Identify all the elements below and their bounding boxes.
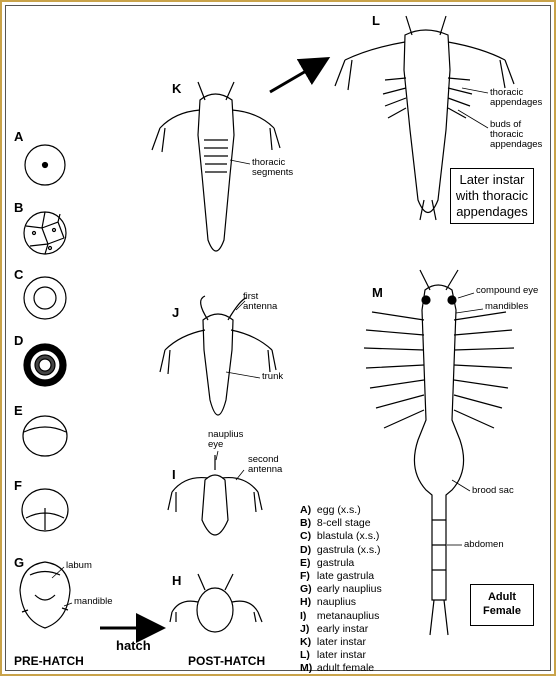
gastrula-cross-section-drawing bbox=[23, 343, 67, 387]
stage-label-a: A bbox=[14, 129, 24, 144]
legend-key: M) bbox=[300, 662, 313, 675]
stage-label-e: E bbox=[14, 403, 23, 418]
legend-row: B) 8-cell stage bbox=[300, 517, 382, 530]
legend-key: F) bbox=[300, 570, 310, 583]
legend-key: G) bbox=[300, 583, 312, 596]
annotation-nauplius-eye: nauplius eye bbox=[208, 429, 244, 450]
blastula-drawing bbox=[23, 276, 67, 320]
annotation-second-antenna: second antenna bbox=[248, 454, 283, 475]
legend-key: K) bbox=[300, 636, 312, 649]
adult-female-drawing bbox=[363, 269, 515, 636]
legend-row: F) late gastrula bbox=[300, 570, 382, 583]
legend-key: I) bbox=[300, 609, 307, 622]
later-instar-k-drawing bbox=[151, 81, 281, 252]
late-gastrula-drawing bbox=[21, 488, 69, 532]
legend-text: nauplius bbox=[316, 596, 357, 609]
stage-label-k: K bbox=[172, 81, 182, 96]
legend-text: later instar bbox=[316, 636, 366, 649]
later-instar-box: Later instar with thoracic appendages bbox=[450, 168, 534, 224]
legend-row: L) later instar bbox=[300, 649, 382, 662]
adult-female-box: Adult Female bbox=[470, 584, 534, 626]
legend-key: L) bbox=[300, 649, 310, 662]
annotation-labum: labum bbox=[66, 560, 92, 571]
stage-label-h: H bbox=[172, 573, 182, 588]
annotation-buds: buds of thoracic appendages bbox=[490, 119, 543, 150]
stage-label-f: F bbox=[14, 478, 22, 493]
pre-hatch-label: PRE-HATCH bbox=[14, 654, 84, 668]
nauplius-drawing bbox=[169, 573, 263, 633]
stage-label-l: L bbox=[372, 13, 380, 28]
annotation-first-antenna: first antenna bbox=[243, 291, 278, 312]
eight-cell-drawing bbox=[23, 211, 67, 255]
legend-key: J) bbox=[300, 622, 310, 635]
legend-row: E) gastrula bbox=[300, 557, 382, 570]
legend-text: blastula (x.s.) bbox=[316, 530, 380, 543]
legend-key: A) bbox=[300, 504, 312, 516]
annotation-thoracic-segments: thoracic segments bbox=[252, 157, 294, 178]
legend-row: M) adult female bbox=[300, 662, 382, 675]
development-arrow bbox=[269, 56, 331, 94]
stage-label-g: G bbox=[14, 555, 25, 570]
legend-key: B) bbox=[300, 517, 312, 530]
annotation-compound-eye: compound eye bbox=[476, 285, 539, 296]
legend-key: C) bbox=[300, 530, 312, 543]
gastrula-drawing bbox=[22, 415, 68, 457]
legend-row: G) early nauplius bbox=[300, 583, 382, 596]
stage-legend: A) egg (x.s.) B) 8-cell stage C) blastul… bbox=[300, 504, 382, 676]
legend-text: 8-cell stage bbox=[316, 517, 371, 530]
legend-row: C) blastula (x.s.) bbox=[300, 530, 382, 543]
later-instar-l-drawing bbox=[334, 15, 515, 221]
legend-text: early instar bbox=[316, 622, 369, 635]
legend-row: J) early instar bbox=[300, 623, 382, 636]
annotation-mandible: mandible bbox=[74, 596, 113, 607]
legend-row: A) egg (x.s.) bbox=[300, 504, 382, 517]
legend-text: adult female bbox=[316, 662, 375, 675]
legend-row: H) nauplius bbox=[300, 596, 382, 609]
stage-label-i: I bbox=[172, 467, 176, 482]
post-hatch-label: POST-HATCH bbox=[188, 654, 266, 668]
legend-text: late gastrula bbox=[316, 570, 375, 583]
stage-label-b: B bbox=[14, 200, 24, 215]
stage-label-d: D bbox=[14, 333, 24, 348]
stage-label-c: C bbox=[14, 267, 24, 282]
egg-drawing bbox=[24, 144, 66, 186]
annotation-mandibles: mandibles bbox=[485, 301, 529, 312]
annotation-abdomen: abdomen bbox=[464, 539, 504, 550]
legend-key: E) bbox=[300, 556, 311, 569]
legend-text: egg (x.s.) bbox=[316, 504, 361, 516]
annotation-thoracic-appendages: thoracic appendages bbox=[490, 87, 543, 108]
early-instar-drawing bbox=[159, 295, 277, 416]
stage-label-j: J bbox=[172, 305, 180, 320]
legend-key: D) bbox=[300, 543, 312, 556]
early-nauplius-drawing bbox=[19, 561, 71, 629]
annotation-brood-sac: brood sac bbox=[472, 485, 514, 496]
legend-row: D) gastrula (x.s.) bbox=[300, 544, 382, 557]
legend-text: early nauplius bbox=[316, 583, 382, 596]
legend-row: I) metanauplius bbox=[300, 610, 382, 623]
hatch-label: hatch bbox=[116, 638, 151, 653]
legend-row: K) later instar bbox=[300, 636, 382, 649]
legend-text: metanauplius bbox=[316, 609, 380, 622]
stage-label-m: M bbox=[372, 285, 383, 300]
metanauplius-drawing bbox=[167, 455, 263, 536]
legend-key: H) bbox=[300, 596, 312, 609]
legend-text: later instar bbox=[316, 649, 366, 662]
legend-text: gastrula (x.s.) bbox=[316, 543, 381, 556]
legend-text: gastrula bbox=[316, 556, 355, 569]
annotation-trunk: trunk bbox=[262, 371, 284, 382]
